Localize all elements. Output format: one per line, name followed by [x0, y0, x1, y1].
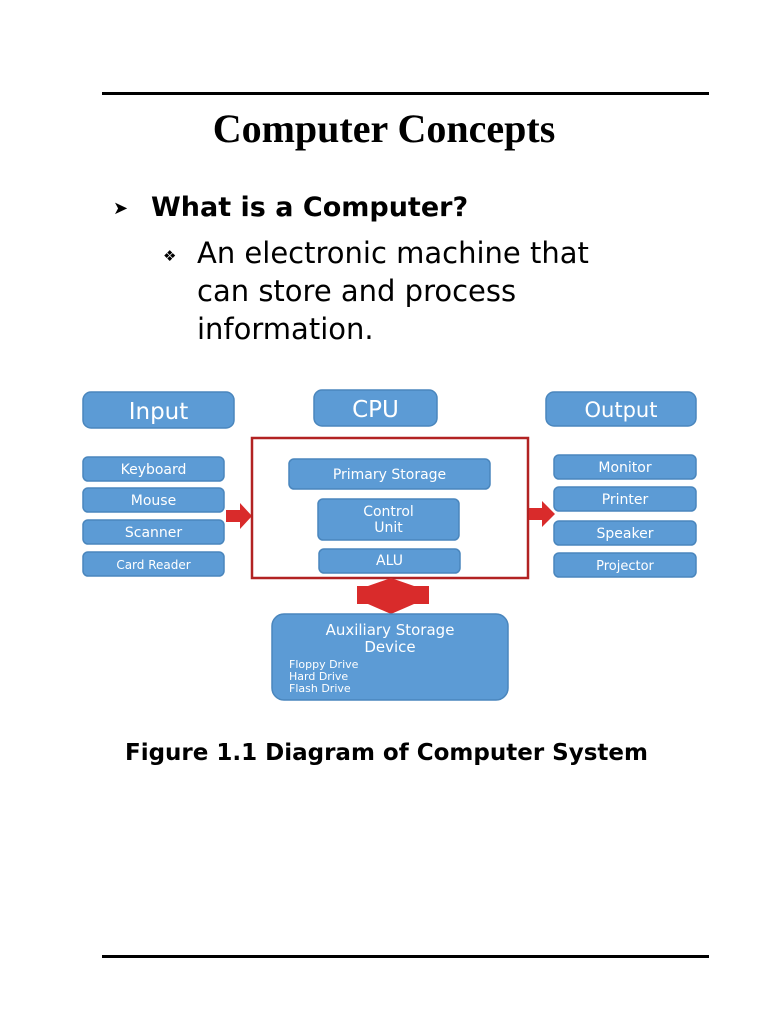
page-title: Computer Concepts	[212, 106, 556, 151]
bottom-rule	[102, 955, 709, 958]
svg-text:Scanner: Scanner	[125, 525, 183, 541]
svg-text:Primary Storage: Primary Storage	[333, 467, 446, 483]
svg-text:Card Reader: Card Reader	[116, 558, 190, 572]
svg-text:Speaker: Speaker	[597, 526, 654, 542]
input-card-reader: Card Reader	[82, 551, 225, 577]
svg-text:CPU: CPU	[352, 397, 399, 423]
svg-text:Input: Input	[129, 399, 189, 425]
primary-storage-box: Primary Storage	[288, 458, 491, 490]
control-unit-box: Control Unit	[317, 498, 460, 541]
svg-text:Monitor: Monitor	[598, 460, 651, 476]
arrow-bullet-icon: ➤	[113, 198, 129, 219]
auxiliary-storage-box: Auxiliary Storage Device Floppy Drive Ha…	[271, 613, 509, 701]
svg-text:Unit: Unit	[374, 520, 403, 536]
svg-text:Hard Drive: Hard Drive	[289, 670, 348, 683]
svg-text:Flash Drive: Flash Drive	[289, 682, 351, 695]
svg-text:ALU: ALU	[376, 553, 403, 569]
output-speaker: Speaker	[553, 520, 697, 546]
svg-text:Control: Control	[363, 504, 414, 520]
answer-text: An electronic machine that can store and…	[197, 236, 589, 346]
right-arrow-icon	[529, 501, 555, 527]
svg-text:Projector: Projector	[596, 559, 654, 574]
figure-caption: Figure 1.1 Diagram of Computer System	[125, 740, 648, 766]
svg-text:Floppy Drive: Floppy Drive	[289, 658, 359, 671]
cpu-header: CPU	[313, 389, 438, 427]
output-monitor: Monitor	[553, 454, 697, 480]
arrow-band	[357, 586, 429, 604]
input-scanner: Scanner	[82, 519, 225, 545]
alu-box: ALU	[318, 548, 461, 574]
input-mouse: Mouse	[82, 487, 225, 513]
output-projector: Projector	[553, 552, 697, 578]
right-arrow-icon	[226, 503, 252, 529]
output-printer: Printer	[553, 486, 697, 512]
input-header: Input	[82, 391, 235, 429]
cpu-frame	[250, 436, 530, 580]
svg-text:Printer: Printer	[602, 492, 649, 508]
svg-text:Auxiliary Storage: Auxiliary Storage	[326, 621, 455, 639]
svg-text:Output: Output	[585, 398, 658, 422]
svg-text:Mouse: Mouse	[131, 493, 176, 509]
input-keyboard: Keyboard	[82, 456, 225, 482]
question-heading: What is a Computer?	[151, 192, 469, 223]
svg-text:Device: Device	[364, 638, 415, 656]
output-header: Output	[545, 391, 697, 427]
svg-text:Keyboard: Keyboard	[121, 462, 187, 478]
diamond-bullet-icon: ❖	[163, 247, 177, 265]
top-rule	[102, 92, 709, 95]
